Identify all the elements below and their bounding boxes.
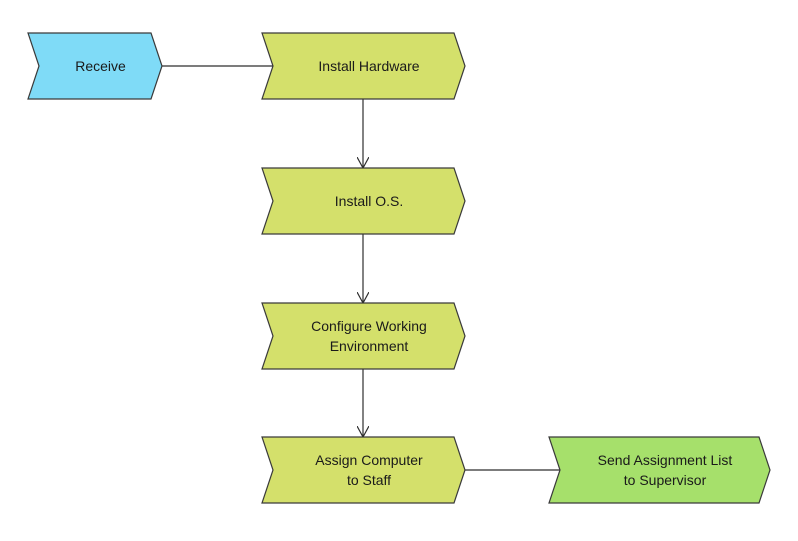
process-shape bbox=[548, 436, 771, 504]
process-label: Send Assignment List bbox=[598, 452, 733, 468]
process-label: Install Hardware bbox=[318, 58, 419, 74]
process-node-receive[interactable]: Receive bbox=[27, 32, 163, 100]
process-node-install-hardware[interactable]: Install Hardware bbox=[261, 32, 466, 100]
process-node-assign-computer[interactable]: Assign Computer to Staff bbox=[261, 436, 466, 504]
process-shape bbox=[27, 32, 163, 100]
process-label: Install O.S. bbox=[335, 193, 403, 209]
process-shape bbox=[261, 302, 466, 370]
process-node-install-os[interactable]: Install O.S. bbox=[261, 167, 466, 235]
process-label: Assign Computer bbox=[315, 452, 423, 468]
process-label: Environment bbox=[330, 338, 409, 354]
process-shape bbox=[261, 32, 466, 100]
process-shape bbox=[261, 167, 466, 235]
edges-layer bbox=[162, 66, 572, 470]
process-shape bbox=[261, 436, 466, 504]
process-label: to Supervisor bbox=[624, 472, 707, 488]
process-node-send-list[interactable]: Send Assignment List to Supervisor bbox=[548, 436, 771, 504]
process-label: to Staff bbox=[347, 472, 391, 488]
process-label: Receive bbox=[75, 58, 126, 74]
process-label: Configure Working bbox=[311, 318, 427, 334]
